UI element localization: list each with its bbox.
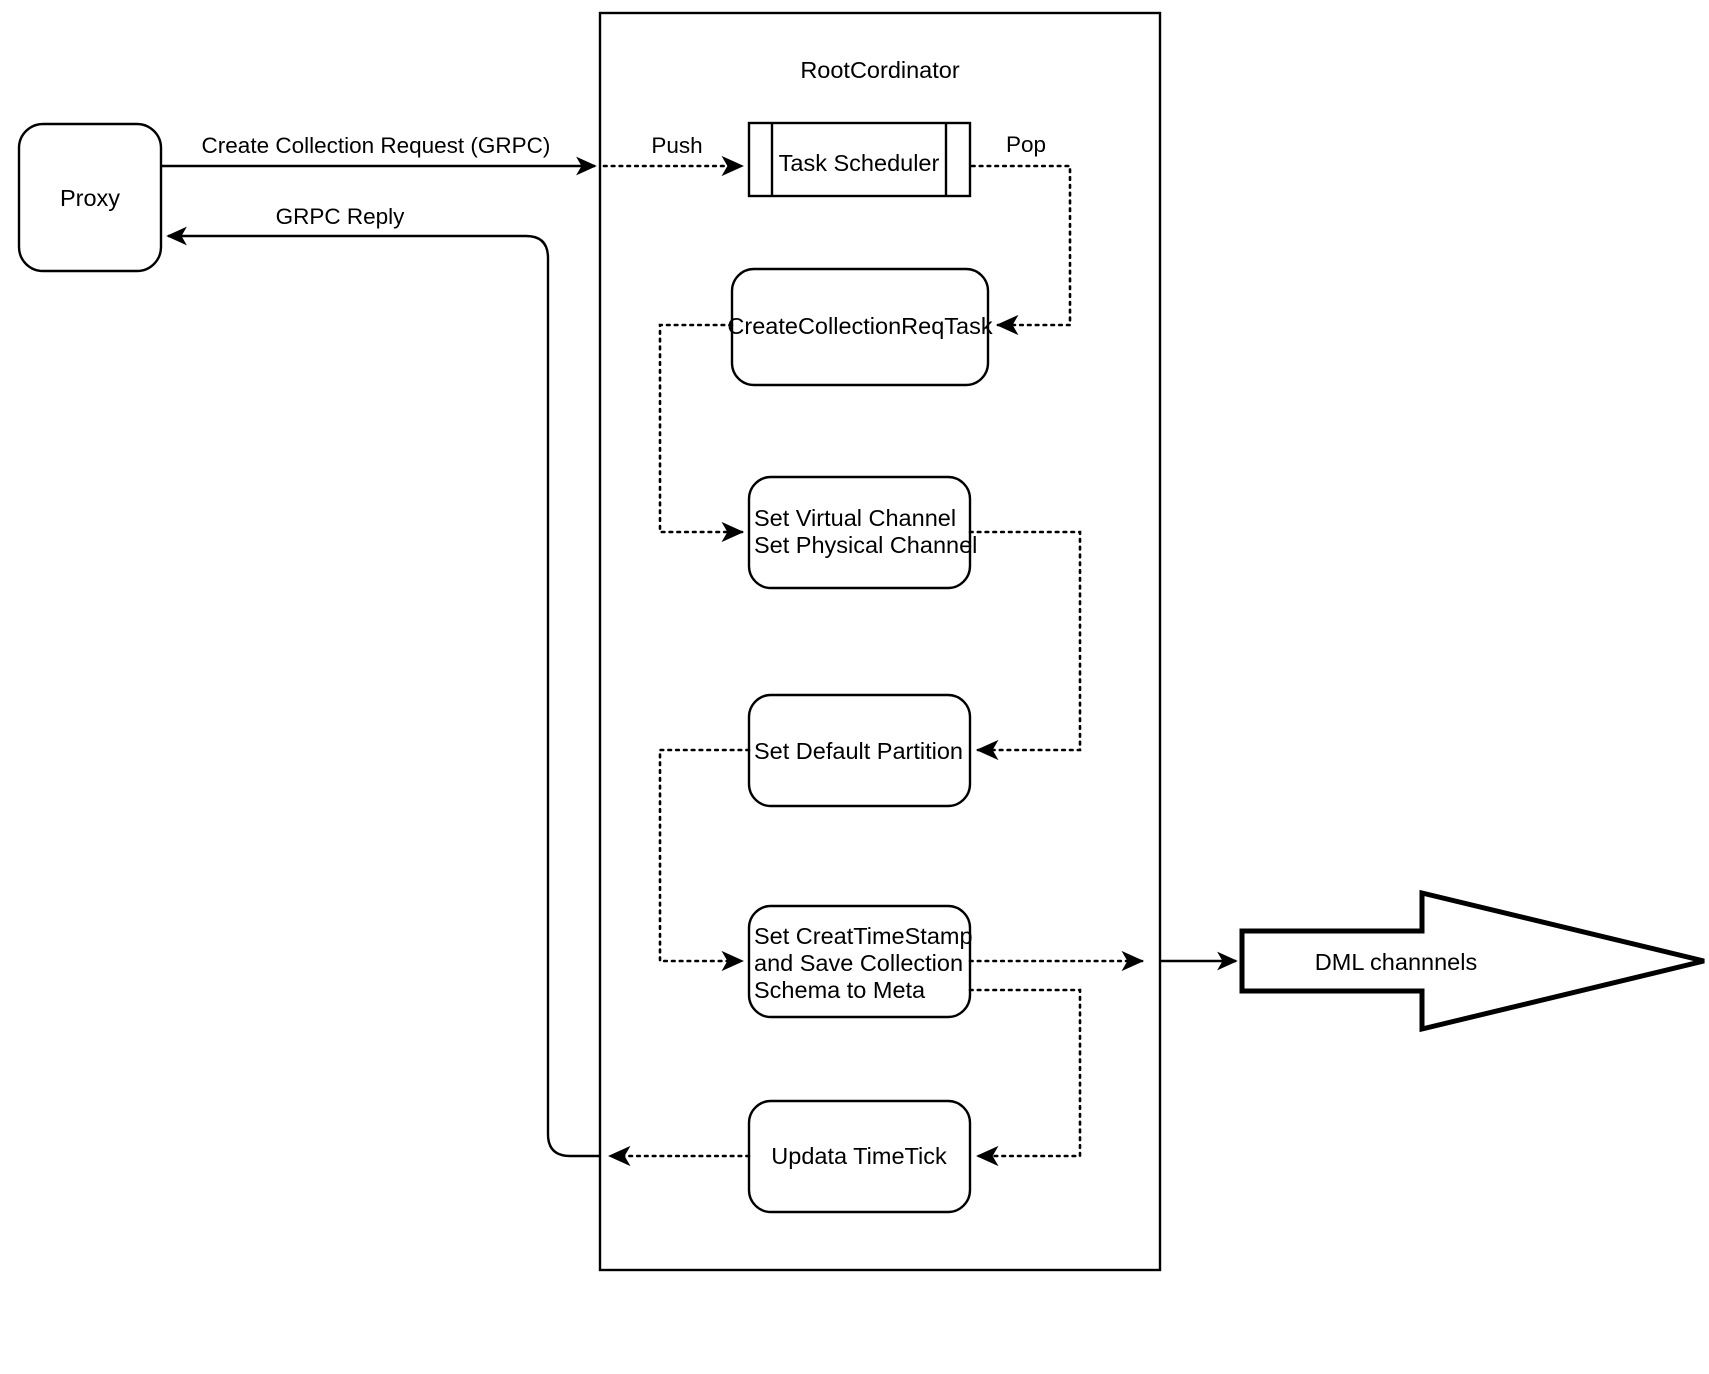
node-set-timestamp-line2: and Save Collection bbox=[754, 950, 963, 976]
edge-pop: Pop bbox=[970, 132, 1072, 336]
node-update-timetick-label: Updata TimeTick bbox=[771, 1143, 947, 1169]
node-set-default-partition[interactable]: Set Default Partition bbox=[747, 693, 972, 808]
edge-create-collection-request: Create Collection Request (GRPC) bbox=[161, 133, 597, 176]
node-proxy-label: Proxy bbox=[60, 185, 120, 211]
node-set-default-partition-label: Set Default Partition bbox=[754, 738, 963, 764]
node-proxy[interactable]: Proxy bbox=[17, 122, 163, 273]
node-task-scheduler-label: Task Scheduler bbox=[779, 150, 940, 176]
node-create-collection-req-task[interactable]: CreateCollectionReqTask bbox=[727, 267, 993, 387]
node-task-scheduler[interactable]: Task Scheduler bbox=[747, 121, 972, 198]
edge-timestamp-to-timetick bbox=[968, 988, 1082, 1167]
edge-create-collection-request-label: Create Collection Request (GRPC) bbox=[202, 133, 551, 158]
rootcoordinator-container: RootCordinator bbox=[598, 11, 1162, 1272]
node-set-channel[interactable]: Set Virtual Channel Set Physical Channel bbox=[747, 475, 977, 590]
node-set-timestamp-line1: Set CreatTimeStamp bbox=[754, 923, 973, 949]
node-dml-channels-label: DML channnels bbox=[1315, 949, 1477, 975]
node-update-timetick[interactable]: Updata TimeTick bbox=[747, 1099, 972, 1214]
node-set-channel-line1: Set Virtual Channel bbox=[754, 505, 956, 531]
edge-grpc-reply: GRPC Reply bbox=[166, 204, 600, 1158]
edge-set-channel-to-default-partition bbox=[968, 530, 1082, 761]
node-set-timestamp-line3: Schema to Meta bbox=[754, 977, 926, 1003]
edge-task-to-set-channel bbox=[658, 323, 744, 543]
node-create-collection-req-task-label: CreateCollectionReqTask bbox=[727, 313, 992, 339]
edge-pop-label: Pop bbox=[1006, 132, 1046, 157]
node-dml-channels[interactable]: DML channnels bbox=[1239, 889, 1705, 1033]
rootcoordinator-title: RootCordinator bbox=[800, 57, 960, 83]
node-set-channel-line2: Set Physical Channel bbox=[754, 532, 977, 558]
node-set-timestamp[interactable]: Set CreatTimeStamp and Save Collection S… bbox=[747, 904, 973, 1019]
edge-push: Push bbox=[602, 133, 744, 177]
edge-push-label: Push bbox=[651, 133, 702, 158]
edge-default-partition-to-timestamp bbox=[658, 748, 751, 972]
edge-grpc-reply-label: GRPC Reply bbox=[276, 204, 406, 229]
